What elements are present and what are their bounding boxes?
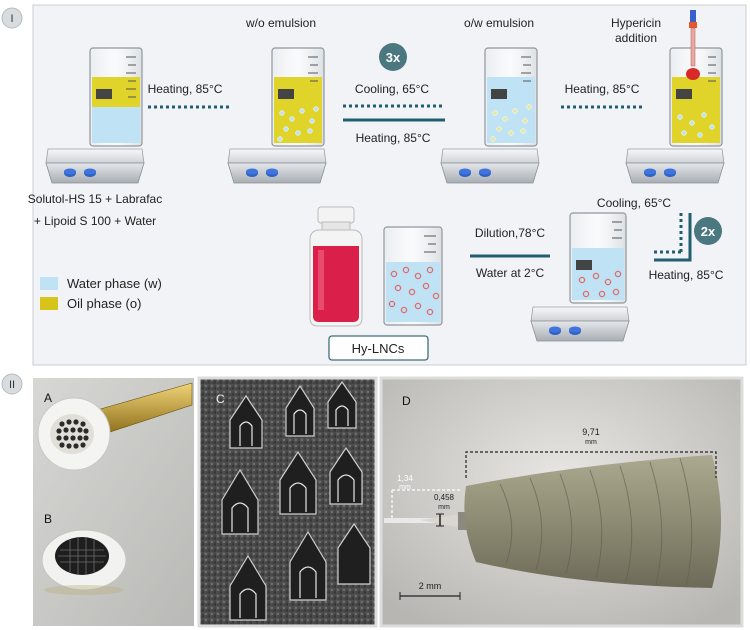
beaker-stirrer-3 [440, 47, 540, 184]
beaker-hy-lncs [383, 226, 443, 326]
photo-c-sem [197, 376, 378, 628]
dim-width-value: 0,458 [434, 493, 455, 502]
photo-ab [33, 378, 194, 626]
beaker-stirrer-4 [625, 47, 725, 184]
step-ow-emulsion-label: o/w emulsion [464, 16, 534, 30]
vial-hy-lncs-icon [309, 206, 363, 327]
cycle-badge-2x-text: 2x [701, 224, 716, 239]
dim-width-unit: mm [438, 504, 450, 511]
pipette-icon [686, 10, 700, 80]
cycle-badge-3x-text: 3x [386, 50, 401, 65]
photo-d-label: D [402, 394, 411, 408]
step-wo-emulsion-label: w/o emulsion [245, 16, 316, 30]
cycle-badge-3x [379, 43, 407, 71]
legend-oil-swatch [40, 297, 58, 310]
panel-one-marker [1, 7, 23, 29]
legend-water-swatch [40, 277, 58, 290]
cooling-label-1: Cooling, 65°C [355, 82, 430, 96]
beaker-stirrer-1 [45, 47, 145, 184]
scale-bar-label: 2 mm [419, 581, 442, 591]
product-box [328, 335, 429, 361]
legend-water-label: Water phase (w) [67, 276, 162, 291]
water-2c-label: Water at 2°C [476, 266, 545, 280]
dim-length-unit: mm [585, 439, 597, 446]
heating-label-3: Heating, 85°C [565, 82, 640, 96]
beaker-stirrer-5 [530, 212, 630, 342]
photo-a-label: A [44, 391, 52, 405]
hypericin-label-line1: Hypericin [611, 16, 661, 30]
hypericin-label-line2: addition [615, 31, 657, 45]
dim-length-value: 9,71 [582, 427, 600, 437]
dim-tip-value: 1,34 [397, 474, 413, 483]
heating-label-4: Heating, 85°C [649, 268, 724, 282]
bracket-solid [654, 213, 692, 262]
photo-b-label: B [44, 512, 52, 526]
heating-label-1: Heating, 85°C [148, 82, 223, 96]
cycle-badge-2x [694, 217, 722, 245]
panel-two-marker [1, 373, 23, 395]
product-label: Hy-LNCs [352, 341, 405, 356]
photo-d [379, 376, 744, 628]
panel-one-label: I [10, 13, 13, 25]
heating-label-2: Heating, 85°C [356, 131, 431, 145]
photo-c-label: C [216, 392, 225, 406]
cooling-label-2: Cooling, 65°C [597, 196, 672, 210]
beaker-stirrer-2 [227, 47, 327, 184]
dilution-label: Dilution,78°C [475, 226, 546, 240]
ingredients-line2: + Lipoid S 100 + Water [34, 214, 156, 228]
legend-oil-label: Oil phase (o) [67, 296, 141, 311]
panel-two-label: II [9, 379, 15, 391]
ingredients-line1: Solutol-HS 15 + Labrafac [28, 192, 162, 206]
dim-tip-unit: mm [399, 484, 411, 491]
